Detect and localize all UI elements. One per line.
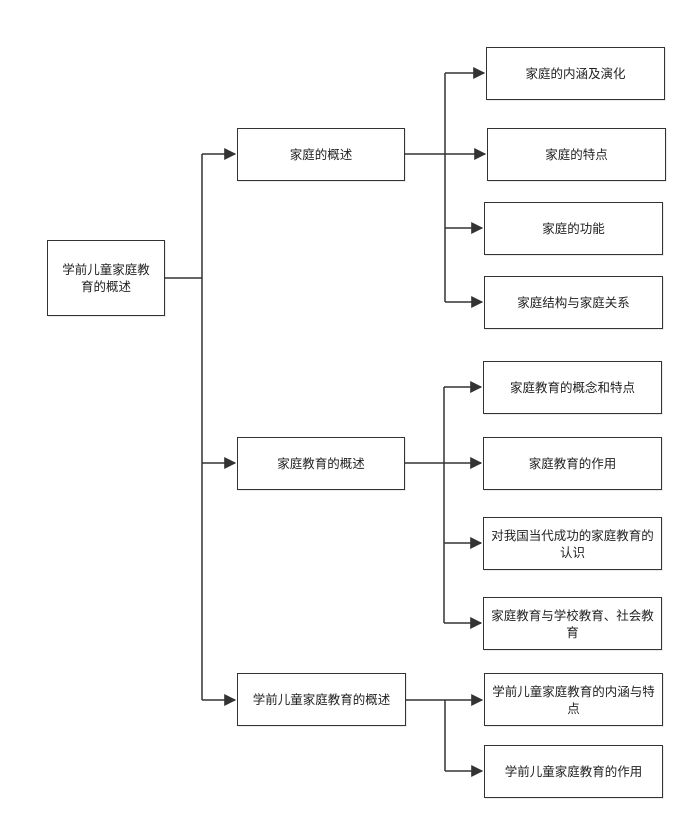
leaf-node-label: 家庭教育的概念和特点 [509, 380, 635, 395]
leaf-node: 学前儿童家庭教育的作用 [484, 745, 663, 798]
leaf-node-label: 学前儿童家庭教育的内涵与特点 [492, 683, 655, 716]
leaf-node: 家庭的特点 [487, 128, 666, 181]
section-node-family-education-overview: 家庭教育的概述 [237, 437, 405, 490]
section-node-label: 家庭的概述 [289, 147, 353, 162]
section-node-preschool-family-education-overview: 学前儿童家庭教育的概述 [237, 673, 406, 726]
leaf-node: 学前儿童家庭教育的内涵与特点 [484, 673, 663, 726]
section-node-family-overview: 家庭的概述 [237, 128, 405, 181]
leaf-node: 家庭结构与家庭关系 [484, 276, 663, 329]
leaf-node-label: 家庭的内涵及演化 [525, 66, 626, 81]
leaf-node: 家庭的内涵及演化 [486, 47, 665, 100]
root-node-label: 学前儿童家庭教育的概述 [62, 262, 150, 294]
leaf-node: 家庭的功能 [484, 202, 663, 255]
leaf-node-label: 家庭教育的作用 [528, 456, 617, 471]
leaf-node-label: 家庭的特点 [545, 147, 608, 162]
leaf-node-label: 家庭的功能 [542, 221, 605, 236]
leaf-node: 家庭教育与学校教育、社会教育 [483, 597, 662, 650]
leaf-node: 家庭教育的概念和特点 [483, 361, 662, 414]
section-node-label: 家庭教育的概述 [277, 456, 365, 471]
section-node-label: 学前儿童家庭教育的概述 [252, 692, 391, 707]
leaf-node: 家庭教育的作用 [483, 437, 662, 490]
leaf-node-label: 对我国当代成功的家庭教育的认识 [491, 527, 654, 560]
leaf-node-label: 家庭结构与家庭关系 [517, 295, 630, 310]
leaf-node: 对我国当代成功的家庭教育的认识 [483, 517, 662, 570]
root-node: 学前儿童家庭教育的概述 [47, 240, 165, 316]
leaf-node-label: 学前儿童家庭教育的作用 [504, 764, 643, 779]
leaf-node-label: 家庭教育与学校教育、社会教育 [491, 607, 654, 640]
